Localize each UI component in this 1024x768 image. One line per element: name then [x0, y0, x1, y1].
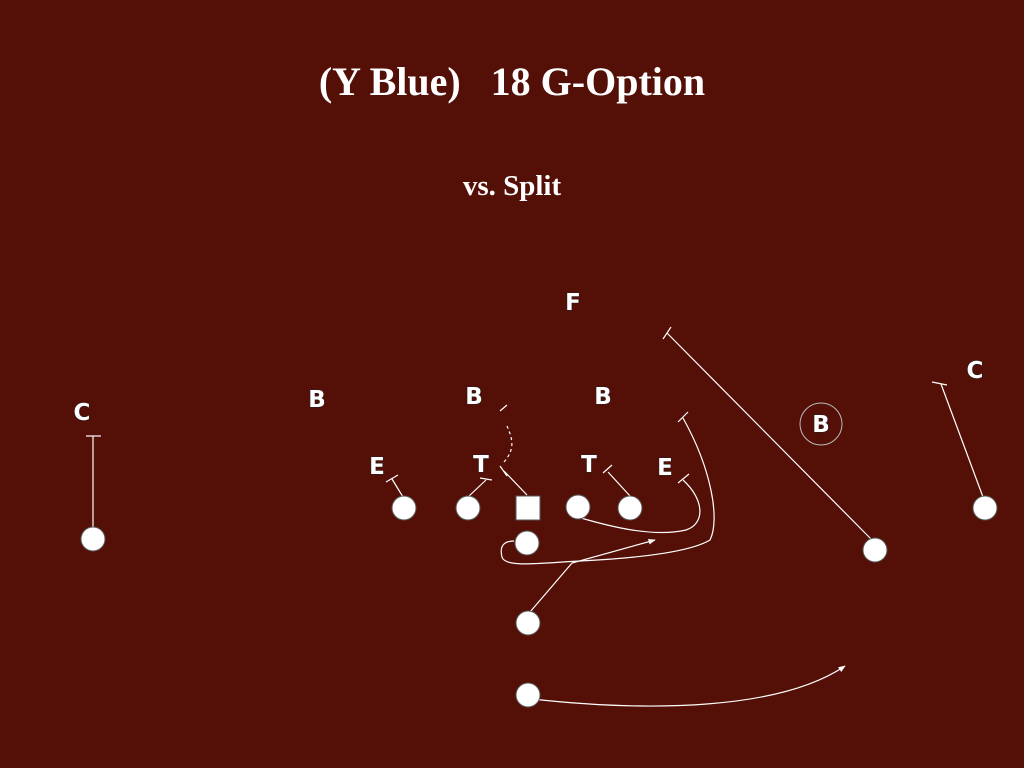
- right-wide-receiver: [972, 495, 998, 521]
- defender-tackle-left: T: [473, 452, 489, 478]
- defender-backer-circled: B: [812, 412, 830, 438]
- right-guard: [565, 494, 591, 520]
- defender-corner-right: C: [967, 358, 984, 384]
- right-slot-route-stop: [662, 326, 672, 340]
- center: [515, 495, 541, 521]
- guard-option-stop: [677, 411, 689, 423]
- key-backer-circle: [799, 402, 843, 446]
- center-combo-to-backer: [503, 425, 513, 463]
- center-block-stop: [499, 465, 508, 477]
- defender-backer-inside-right: B: [594, 384, 612, 410]
- play-subtitle: vs. Split: [462, 170, 562, 202]
- left-tackle: [455, 495, 481, 521]
- defender-end-left: E: [369, 454, 385, 480]
- center-combo-stop: [499, 404, 508, 412]
- defender-tackle-right: T: [581, 452, 597, 478]
- defender-backer-outside-left: B: [308, 387, 326, 413]
- right-slot-receiver: [862, 537, 888, 563]
- center-block: [503, 470, 528, 496]
- left-end-block: [391, 478, 404, 498]
- guard-option-route: [500, 417, 715, 565]
- left-end: [391, 495, 417, 521]
- qb-option-path: [529, 538, 656, 613]
- right-wr-route: [940, 383, 984, 498]
- defender-free-safety: F: [565, 290, 581, 316]
- tailback: [515, 682, 541, 708]
- right-tackle: [617, 495, 643, 521]
- left-tackle-block: [467, 479, 487, 498]
- y-release-route: [580, 479, 701, 534]
- defender-end-right: E: [657, 455, 673, 481]
- defender-backer-inside-left: B: [465, 384, 483, 410]
- quarterback: [514, 530, 540, 556]
- right-wr-route-stop: [931, 381, 948, 386]
- right-slot-route: [666, 332, 872, 540]
- play-title: (Y Blue) 18 G-Option: [318, 59, 706, 104]
- left-tackle-block-stop: [479, 477, 493, 481]
- right-tackle-block: [607, 471, 631, 497]
- defender-corner-left: C: [74, 400, 91, 426]
- left-end-block-stop: [385, 474, 399, 483]
- y-release-stop: [677, 473, 690, 484]
- right-tackle-block-stop: [602, 464, 613, 474]
- fullback: [515, 610, 541, 636]
- left-wide-receiver: [80, 526, 106, 552]
- tailback-pitch-path: [531, 665, 846, 707]
